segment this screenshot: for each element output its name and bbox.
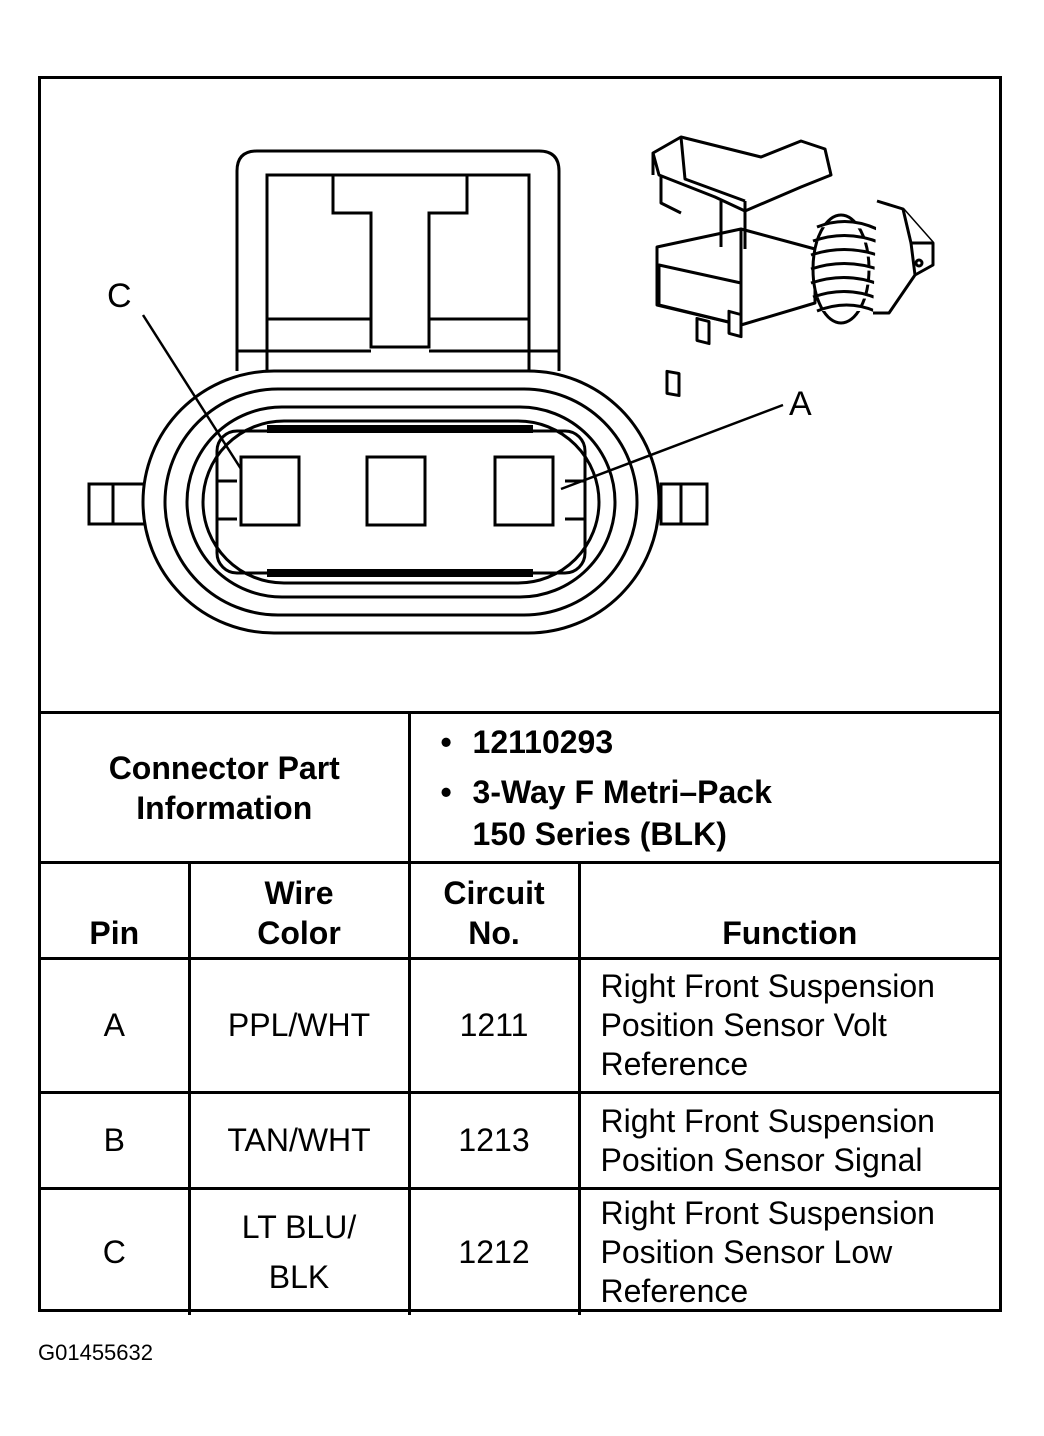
- function-line: Position Sensor Low: [600, 1233, 893, 1270]
- pin-c-cavity: [239, 455, 301, 527]
- header-wire-color-line1: Wire: [264, 875, 334, 911]
- connector-info-label: Connector Part Information: [41, 711, 411, 864]
- connector-info-label-line1: Connector Part: [108, 749, 340, 786]
- connector-info-label-line2: Information: [136, 789, 313, 826]
- connector-description-line1: 3-Way F Metri–Pack: [441, 771, 1000, 813]
- header-wire-color: Wire Color: [187, 861, 411, 960]
- function-line: Right Front Suspension: [600, 968, 935, 1004]
- function-line: Right Front Suspension: [600, 1194, 935, 1231]
- connector-description-line2: 150 Series (BLK): [472, 815, 727, 852]
- header-pin: Pin: [41, 861, 191, 960]
- pin-cell: A: [41, 957, 191, 1094]
- connector-info-values: 12110293 3-Way F Metri–Pack 150 Series (…: [407, 711, 1000, 864]
- wire-color-line: LT BLU/: [241, 1209, 357, 1246]
- header-function-text: Function: [722, 915, 858, 951]
- wire-color-cell: LT BLU/ BLK: [187, 1187, 411, 1315]
- wire-color-cell: PPL/WHT: [187, 957, 411, 1094]
- function-line: Position Sensor Signal: [600, 1141, 923, 1178]
- circuit-cell: 1212: [407, 1187, 581, 1315]
- wire-color-cell: TAN/WHT: [187, 1091, 411, 1190]
- header-circuit-line1: Circuit: [443, 875, 545, 911]
- header-wire-color-line2: Color: [257, 915, 341, 951]
- function-line: Position Sensor Volt: [600, 1007, 887, 1043]
- pin-cell: B: [41, 1091, 191, 1190]
- connector-isometric-icon: [651, 135, 935, 398]
- connector-pinout-table: Connector Part Information 12110293 3-Wa…: [41, 711, 1000, 1315]
- callout-label-a: A: [789, 385, 812, 423]
- header-circuit-no: Circuit No.: [407, 861, 581, 960]
- pin-cell: C: [41, 1187, 191, 1315]
- table-row: A PPL/WHT 1211 Right Front Suspension Po…: [41, 957, 1000, 1094]
- function-line: Reference: [600, 1046, 749, 1082]
- circuit-cell: 1211: [407, 957, 581, 1094]
- function-cell: Right Front Suspension Position Sensor L…: [577, 1187, 1000, 1315]
- pin-b-cavity: [365, 455, 427, 527]
- table-header-row: Pin Wire Color Circuit No. Function: [41, 861, 1000, 960]
- table-row: C LT BLU/ BLK 1212 Right Front Suspensio…: [41, 1187, 1000, 1315]
- function-line: Right Front Suspension: [600, 1102, 935, 1139]
- callout-label-c: C: [107, 277, 132, 315]
- circuit-cell: 1213: [407, 1091, 581, 1190]
- figure-frame: C A: [38, 76, 1002, 1315]
- figure-id: G01455632: [38, 1340, 153, 1365]
- pin-a-cavity: [493, 455, 555, 527]
- function-cell: Right Front Suspension Position Sensor V…: [577, 957, 1000, 1094]
- wire-color-line: BLK: [268, 1259, 330, 1296]
- connector-info-row: Connector Part Information 12110293 3-Wa…: [41, 711, 1000, 864]
- header-circuit-line2: No.: [468, 915, 520, 951]
- header-pin-text: Pin: [89, 915, 140, 951]
- table-row: B TAN/WHT 1213 Right Front Suspension Po…: [41, 1091, 1000, 1190]
- connector-face-drawing: C A: [87, 135, 935, 635]
- function-cell: Right Front Suspension Position Sensor S…: [577, 1091, 1000, 1190]
- header-function: Function: [577, 861, 1000, 960]
- connector-diagram: C A: [41, 79, 999, 711]
- function-line: Reference: [600, 1272, 749, 1309]
- part-number: 12110293: [441, 721, 1000, 763]
